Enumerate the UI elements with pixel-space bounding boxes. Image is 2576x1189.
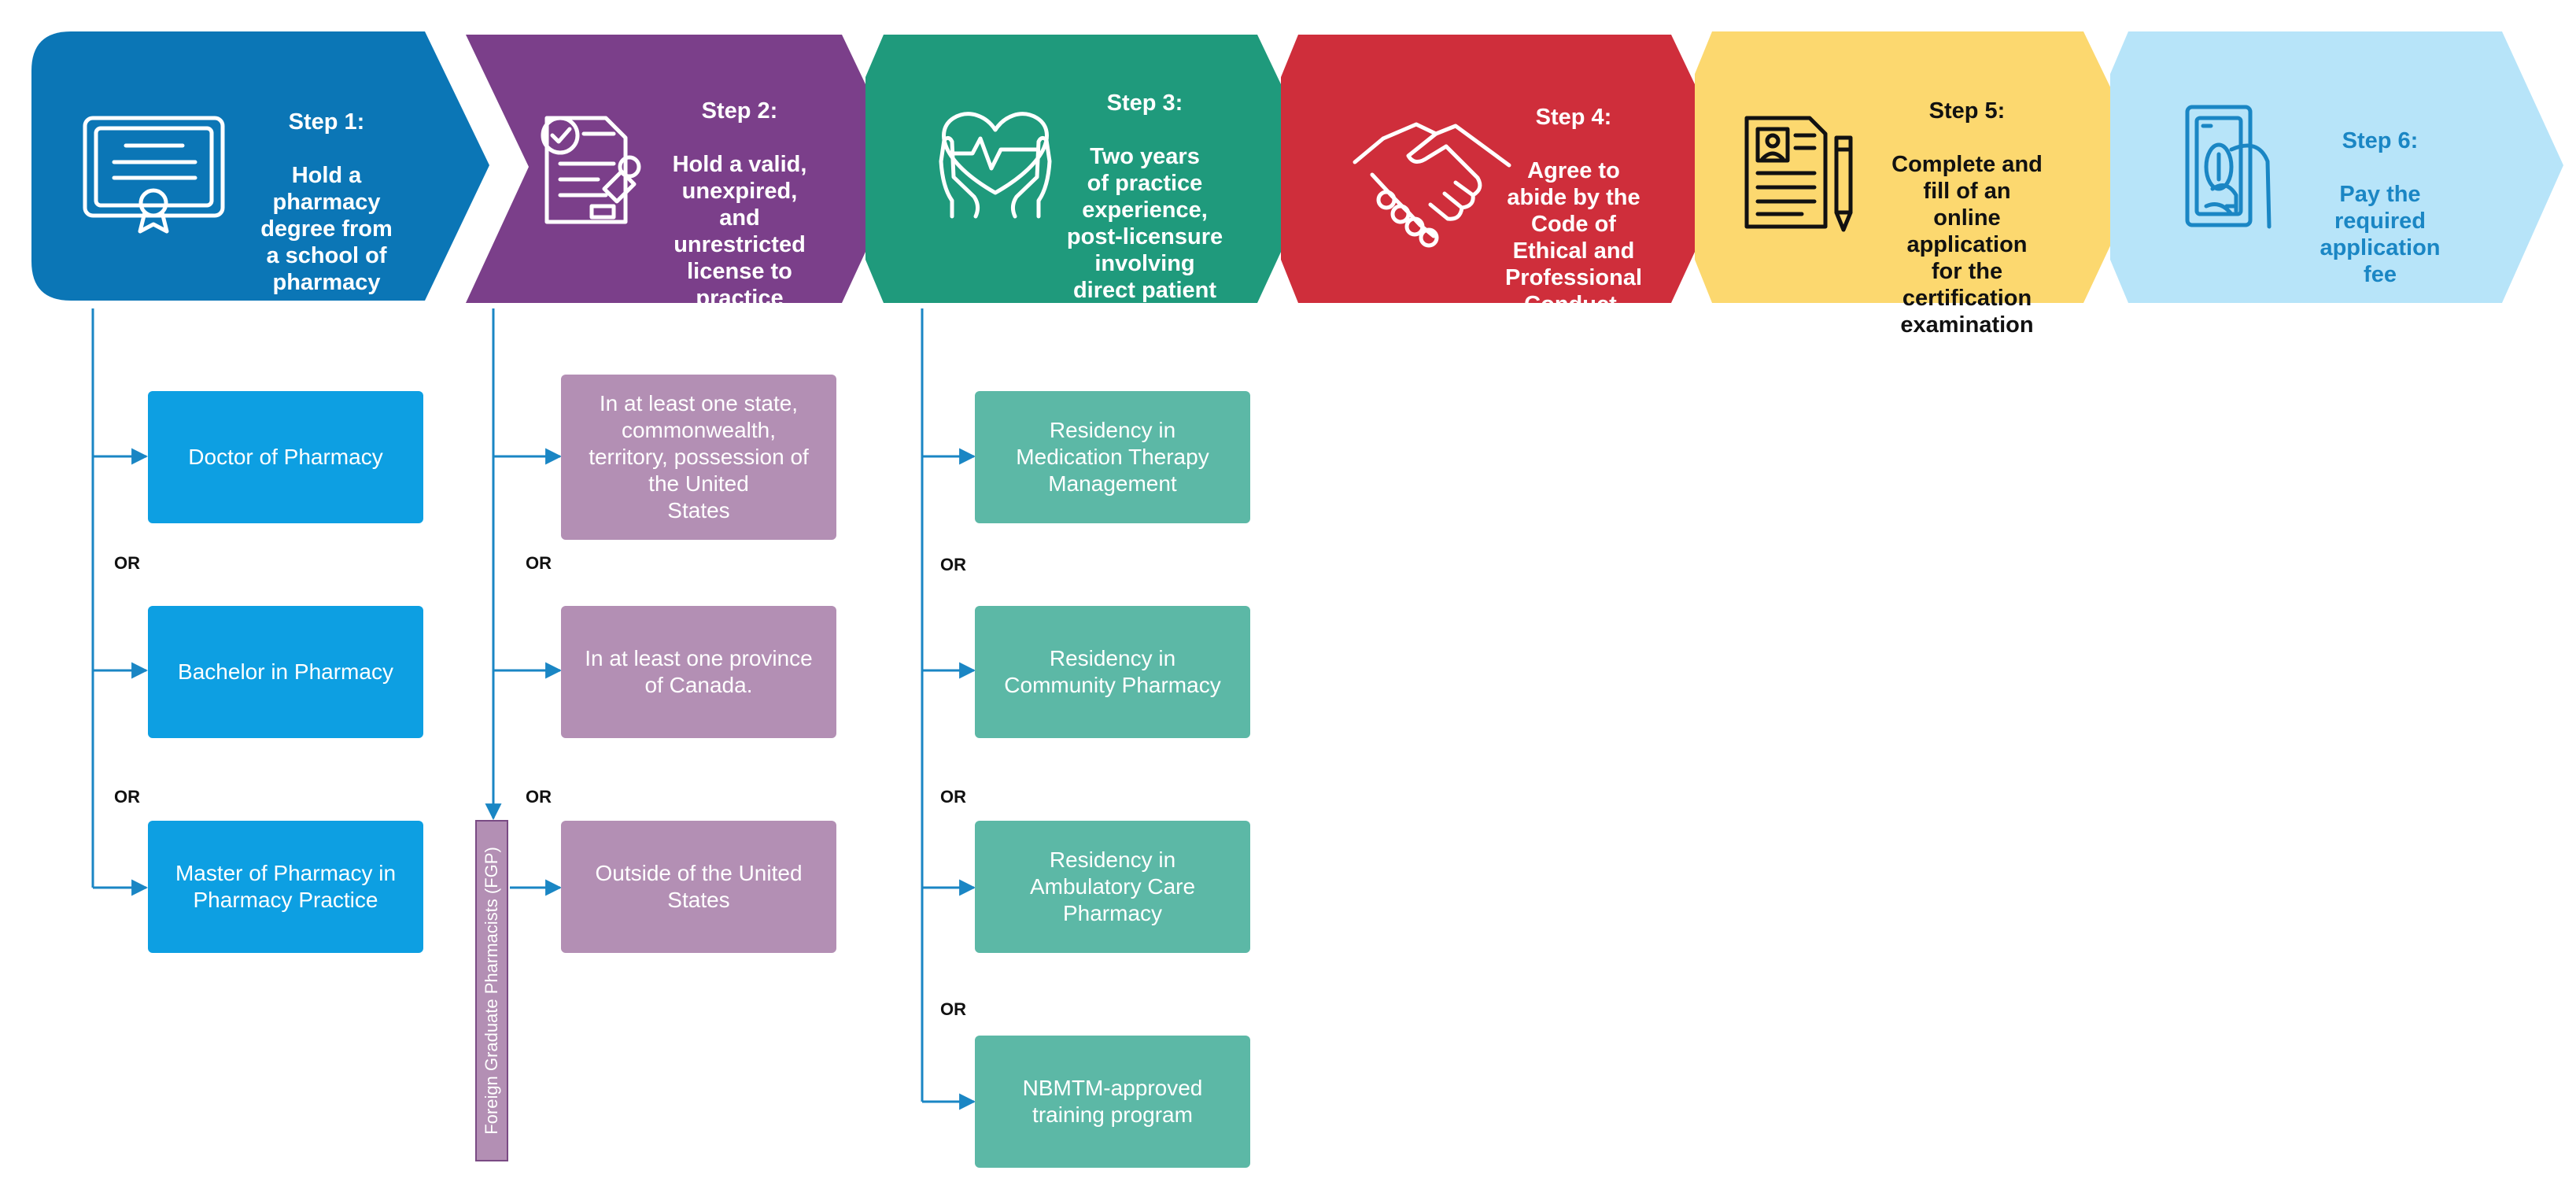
- step-1-title: Step 1:: [288, 109, 365, 135]
- step-4-title: Step 4:: [1535, 105, 1612, 130]
- step-4-description: Agree to abide by the Code of Ethical an…: [1504, 158, 1643, 317]
- step-2-chevron: [466, 35, 905, 303]
- option-master-of-pharmacy: Master of Pharmacy in Pharmacy Practice: [148, 821, 423, 953]
- or-label: OR: [940, 555, 966, 574]
- step-4-text: Step 4: Agree to abide by the Code of Et…: [1475, 77, 1672, 345]
- option-doctor-of-pharmacy: Doctor of Pharmacy: [148, 391, 423, 523]
- step-1-text: Step 1: Hold a pharmacy degree from a sc…: [228, 82, 425, 323]
- step-3-connectors: [921, 308, 976, 1110]
- or-label: OR: [114, 553, 140, 573]
- foreign-graduate-pharmacists-bar: Foreign Graduate Pharmacists (FGP): [475, 820, 508, 1161]
- option-residency-mtm: Residency in Medication Therapy Manageme…: [975, 391, 1250, 523]
- option-bachelor-in-pharmacy: Bachelor in Pharmacy: [148, 606, 423, 738]
- heart-in-hands-icon: [939, 112, 1052, 219]
- step-1-description: Hold a pharmacy degree from a school of …: [260, 163, 393, 295]
- step-6-description: Pay the required application fee: [2320, 182, 2441, 287]
- step-1-chevron: [31, 31, 489, 301]
- option-canada-license: In at least one province of Canada.: [561, 606, 836, 738]
- step-6-title: Step 6:: [2342, 128, 2419, 153]
- or-label: OR: [526, 787, 552, 807]
- application-form-icon: [1744, 116, 1853, 232]
- step-2-connectors: [485, 308, 563, 896]
- or-label: OR: [114, 787, 140, 807]
- option-residency-community: Residency in Community Pharmacy: [975, 606, 1250, 738]
- step-5-chevron: [1695, 31, 2148, 303]
- step-3-chevron: [865, 35, 1320, 303]
- step-5-text: Step 5: Complete and fill of an online a…: [1869, 71, 2065, 365]
- or-label: OR: [940, 999, 966, 1019]
- option-residency-ambulatory: Residency in Ambulatory Care Pharmacy: [975, 821, 1250, 953]
- step-3-title: Step 3:: [1106, 90, 1183, 116]
- option-us-license: In at least one state, commonwealth, ter…: [561, 375, 836, 540]
- step-2-text: Step 2: Hold a valid, unexpired, and unr…: [641, 71, 838, 338]
- option-nbmtm-training: NBMTM-approved training program: [975, 1036, 1250, 1168]
- diploma-icon: [83, 116, 225, 234]
- fgp-label: Foreign Graduate Pharmacists (FGP): [482, 847, 501, 1135]
- step-6-text: Step 6: Pay the required application fee: [2286, 101, 2475, 315]
- handshake-icon: [1353, 122, 1511, 248]
- step-2-title: Step 2:: [701, 98, 778, 124]
- or-label: OR: [526, 553, 552, 573]
- step-3-text: Step 3: Two years of practice experience…: [1046, 63, 1243, 357]
- step-2-description: Hold a valid, unexpired, and unrestricte…: [672, 152, 807, 311]
- or-label: OR: [940, 787, 966, 807]
- step-5-title: Step 5:: [1928, 98, 2006, 124]
- license-stamp-icon: [541, 116, 641, 224]
- money-in-hand-icon: [2185, 105, 2272, 229]
- step-5-description: Complete and fill of an online applicati…: [1891, 152, 2043, 338]
- step-1-connectors: [91, 308, 149, 896]
- option-outside-us-license: Outside of the United States: [561, 821, 836, 953]
- step-6-chevron: [2110, 31, 2563, 303]
- step-3-description: Two years of practice experience, post-l…: [1066, 144, 1223, 330]
- step-4-chevron: [1281, 35, 1734, 303]
